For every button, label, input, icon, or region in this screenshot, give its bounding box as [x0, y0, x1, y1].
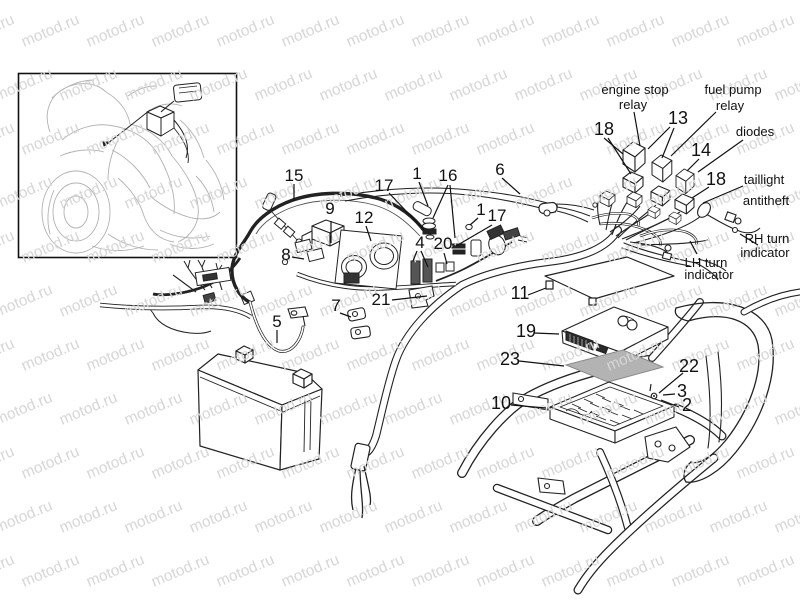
svg-text:6: 6: [495, 160, 504, 179]
svg-text:diodes: diodes: [736, 124, 775, 139]
svg-text:17: 17: [375, 176, 394, 195]
svg-text:10: 10: [491, 393, 511, 413]
svg-text:1: 1: [476, 200, 485, 219]
svg-text:16: 16: [439, 166, 458, 185]
svg-text:8: 8: [281, 245, 290, 264]
svg-text:11: 11: [511, 283, 530, 303]
svg-text:4: 4: [415, 233, 424, 252]
svg-text:9: 9: [325, 199, 334, 218]
svg-text:1: 1: [412, 164, 421, 183]
svg-text:7: 7: [331, 296, 340, 315]
svg-text:taillight: taillight: [744, 172, 785, 187]
svg-text:14: 14: [691, 140, 711, 160]
svg-text:21: 21: [372, 290, 391, 309]
svg-text:18: 18: [706, 169, 726, 189]
svg-text:relay: relay: [619, 97, 648, 112]
svg-text:2: 2: [682, 395, 692, 415]
svg-text:18: 18: [594, 119, 614, 139]
svg-text:fuel pump: fuel pump: [704, 82, 761, 97]
svg-text:17: 17: [488, 206, 507, 225]
svg-text:19: 19: [516, 321, 536, 341]
svg-text:15: 15: [285, 166, 304, 185]
svg-text:22: 22: [679, 356, 699, 376]
svg-text:antitheft: antitheft: [743, 193, 790, 208]
svg-text:indicator: indicator: [740, 245, 790, 260]
svg-text:relay: relay: [716, 98, 745, 113]
svg-text:13: 13: [668, 108, 688, 128]
svg-text:12: 12: [355, 208, 374, 227]
svg-text:23: 23: [500, 349, 520, 369]
svg-text:3: 3: [677, 381, 687, 401]
svg-text:RH turn: RH turn: [745, 231, 790, 246]
svg-text:20: 20: [434, 234, 453, 253]
svg-text:LH turn: LH turn: [685, 255, 728, 270]
svg-text:indicator: indicator: [684, 267, 734, 282]
svg-text:engine stop: engine stop: [601, 82, 668, 97]
svg-text:5: 5: [272, 312, 281, 331]
